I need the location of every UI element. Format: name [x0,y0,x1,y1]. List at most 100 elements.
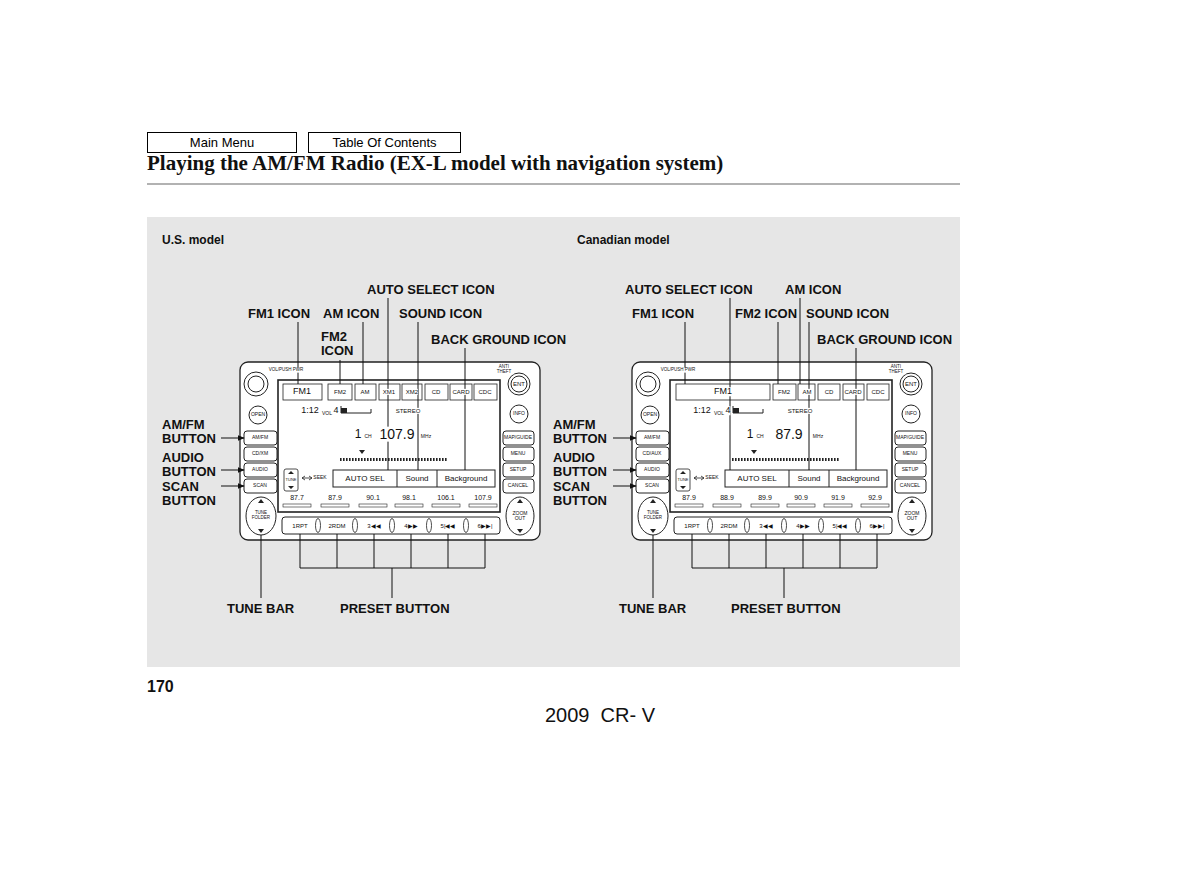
callout-label: PRESET BUTTON [340,602,450,616]
band-tab [773,384,796,400]
tuning-scale [768,458,770,461]
leader-line [692,568,877,569]
tuning-scale [376,458,378,461]
callout-label: Canadian model [577,234,670,247]
radio-unit [240,362,540,540]
tuning-scale [385,458,387,461]
control-label: Sound [797,475,820,483]
control-label: VOL [322,411,332,416]
control-label: XM2 [406,389,418,395]
leader-line [613,486,636,487]
preset-divider [427,519,432,533]
control-label: TUNE FOLDER [250,511,272,520]
callout-label: U.S. model [162,234,224,247]
band-tab [843,384,864,400]
tuning-scale [364,458,366,461]
tuning-scale [765,458,767,461]
volume-bar [341,406,371,413]
tuning-scale [747,458,749,461]
band-tab [402,384,422,400]
preset-indicator [321,504,349,507]
callout-label: FM1 ICON [632,307,694,321]
preset-indicator [713,504,741,507]
control-label: 90.1 [366,494,380,501]
side-button [244,431,277,445]
tuning-scale [750,458,752,461]
preset-indicator [359,504,387,507]
control-label: FM1 [293,387,311,396]
tuning-scale [349,458,351,461]
side-button [895,463,926,477]
leader-line [766,534,767,568]
tuning-scale [442,458,444,461]
tuning-scale [825,458,827,461]
control-label: SETUP [902,467,919,472]
control-label: 4▶▶ [404,523,417,529]
control-label: AUTO SEL [737,475,776,483]
callout-label: TUNE BAR [227,602,294,616]
control-label: 1 [355,428,362,441]
leader-line [729,534,730,568]
button-label: Main Menu [190,135,254,150]
preset-divider [353,519,358,533]
band-tab [355,384,376,400]
enter-dial [903,376,919,392]
callout-label: FM2 ICON [735,307,797,321]
control-label: 107.9 [474,494,492,501]
tuning-scale [373,458,375,461]
control-label: MHz [813,434,823,439]
tuning-scale [346,458,348,461]
tuning-scale [744,458,746,461]
control-label: CD [432,389,441,395]
tuning-scale [340,458,342,461]
control-label: ANTI THEFT [886,365,906,374]
zoom-bar [898,497,926,535]
callout-label: BACK GROUND ICON [817,333,952,347]
control-label: 1 [747,428,754,441]
side-button [503,431,534,445]
leader-line [653,535,654,598]
leader-line [392,568,393,598]
leader-line [388,298,389,470]
tuning-scale [361,458,363,461]
leader-line [418,322,419,470]
control-label: 89.9 [758,494,772,501]
control-label: INFO [905,411,917,416]
title-rule [147,183,960,184]
open-button [249,406,267,424]
tune-key [284,469,298,491]
control-label: 90.9 [794,494,808,501]
callout-label: TUNE BAR [619,602,686,616]
control-label: CDC [479,389,492,395]
control-label: STEREO [396,408,421,414]
callout-label: SCAN BUTTON [553,480,611,509]
softkey-bar [725,470,887,487]
control-label: AUDIO [644,467,660,472]
callout-label: BACK GROUND ICON [431,333,566,347]
leader-line [809,322,810,470]
tuning-scale [400,458,402,461]
control-label: CD [825,389,834,395]
tuning-scale [358,458,360,461]
control-label: FM1 [714,387,732,396]
control-label: VOL/PUSH PWR [661,368,696,373]
leader-line [465,348,466,470]
preset-divider [708,519,713,533]
leader-line [363,322,364,384]
control-label: 87.9 [682,494,696,501]
control-label: CARD [452,389,469,395]
volume-knob [248,376,264,392]
band-tab [798,384,815,400]
tuning-scale [382,458,384,461]
volume-bar [733,408,739,413]
leader-line [300,568,485,569]
leader-line [800,298,801,384]
tuning-scale [421,458,423,461]
tuning-scale [439,458,441,461]
control-label: AM [803,389,812,395]
control-label: 1RPT [292,523,307,529]
button-label: Table Of Contents [332,135,436,150]
band-tab [676,384,770,400]
leader-line [298,322,299,384]
leader-line [840,534,841,568]
